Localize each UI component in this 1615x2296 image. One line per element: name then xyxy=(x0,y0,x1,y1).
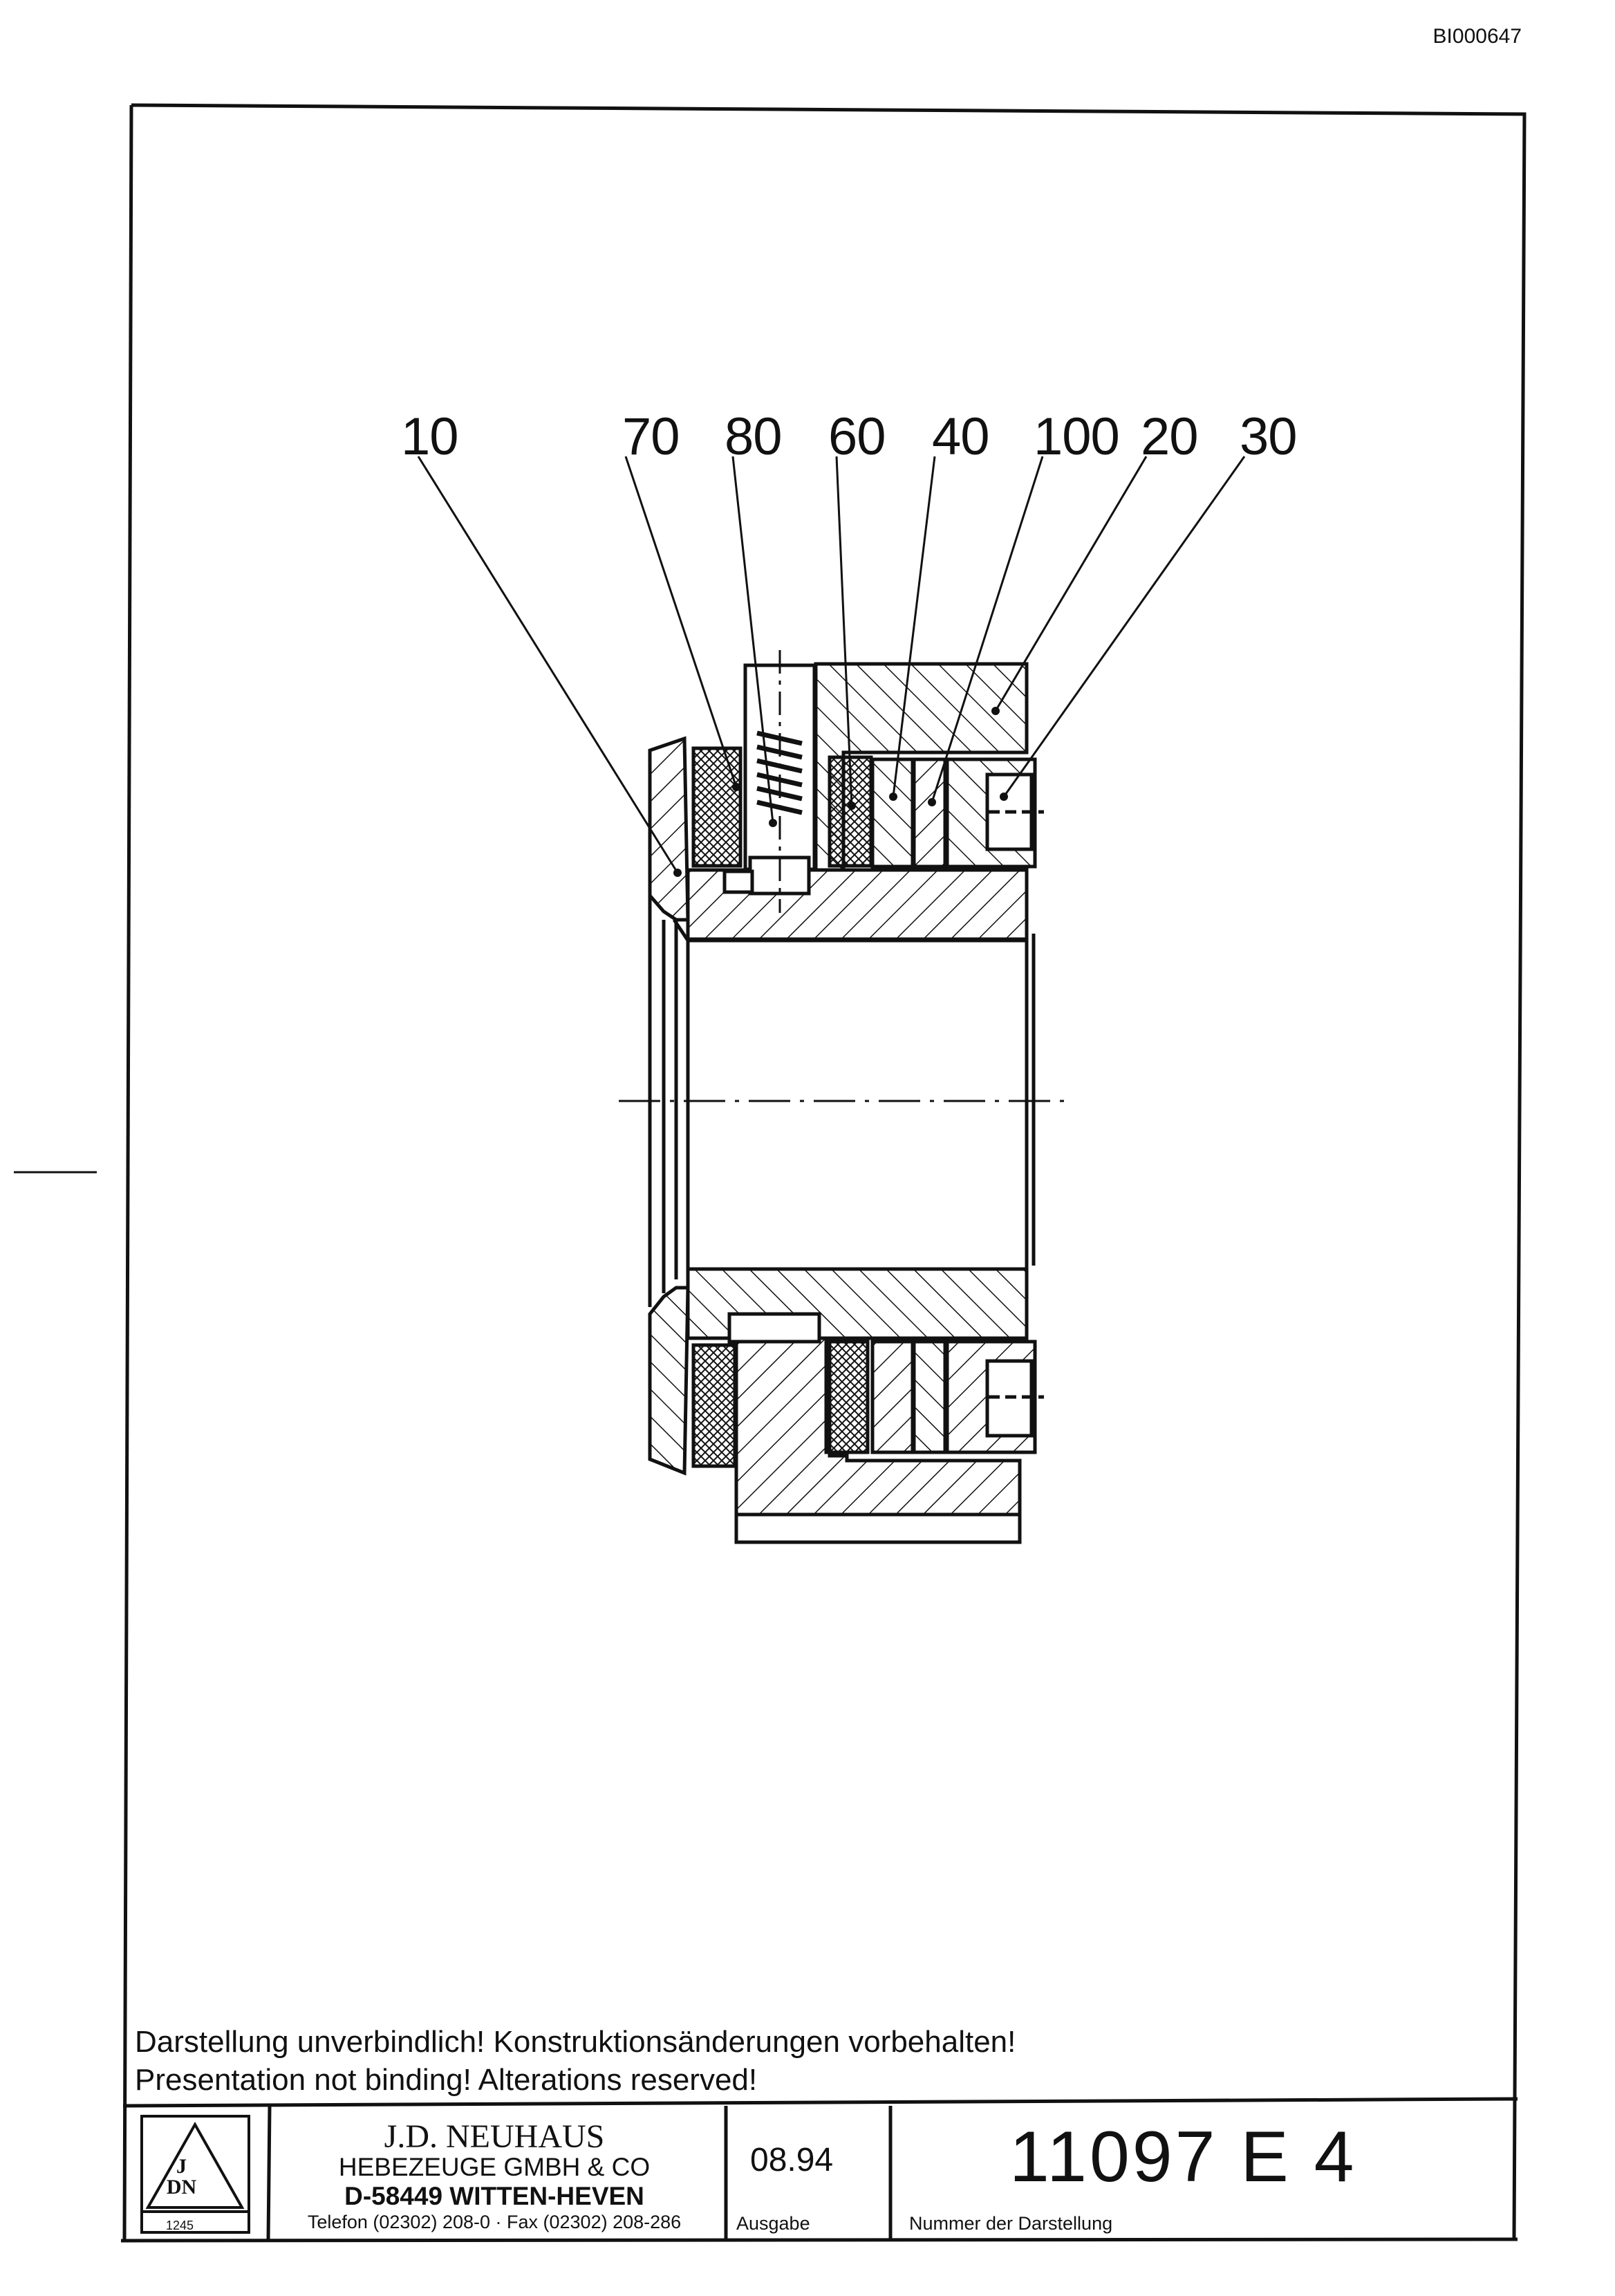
callout-10: 10 xyxy=(401,407,459,466)
drawing-number: 11097 E 4 xyxy=(1009,2117,1357,2197)
document-id: BI000647 xyxy=(1432,25,1522,48)
company-name: J.D. NEUHAUS xyxy=(384,2118,605,2155)
callout-20: 20 xyxy=(1141,407,1199,466)
callout-80: 80 xyxy=(725,407,783,466)
section-lower xyxy=(648,1267,1044,1544)
company-subtitle: HEBEZEUGE GMBH & CO xyxy=(338,2153,651,2181)
bore xyxy=(648,896,1036,1307)
leader-dots xyxy=(673,707,1008,877)
drawing-number-label: Nummer der Darstellung xyxy=(909,2213,1113,2234)
company-phone: Telefon (02302) 208-0 · Fax (02302) 208-… xyxy=(307,2212,682,2232)
drawing-frame xyxy=(120,103,1527,2243)
company-address: D-58449 WITTEN-HEVEN xyxy=(344,2182,644,2210)
logo-year: 1245 xyxy=(166,2219,194,2232)
company-logo xyxy=(140,2115,250,2234)
logo-text: J DN xyxy=(166,2155,197,2198)
callout-100: 100 xyxy=(1034,407,1120,466)
disclaimer-german: Darstellung unverbindlich! Konstruktions… xyxy=(135,2025,1016,2059)
issue-date-label: Ausgabe xyxy=(736,2213,810,2234)
disclaimer-english: Presentation not binding! Alterations re… xyxy=(135,2063,758,2097)
leader-lines xyxy=(417,456,1246,873)
callout-70: 70 xyxy=(622,407,680,466)
callout-40: 40 xyxy=(932,407,990,466)
callout-30: 30 xyxy=(1240,407,1298,466)
section-upper xyxy=(648,650,1044,1058)
callout-60: 60 xyxy=(828,407,886,466)
issue-date: 08.94 xyxy=(750,2142,834,2178)
